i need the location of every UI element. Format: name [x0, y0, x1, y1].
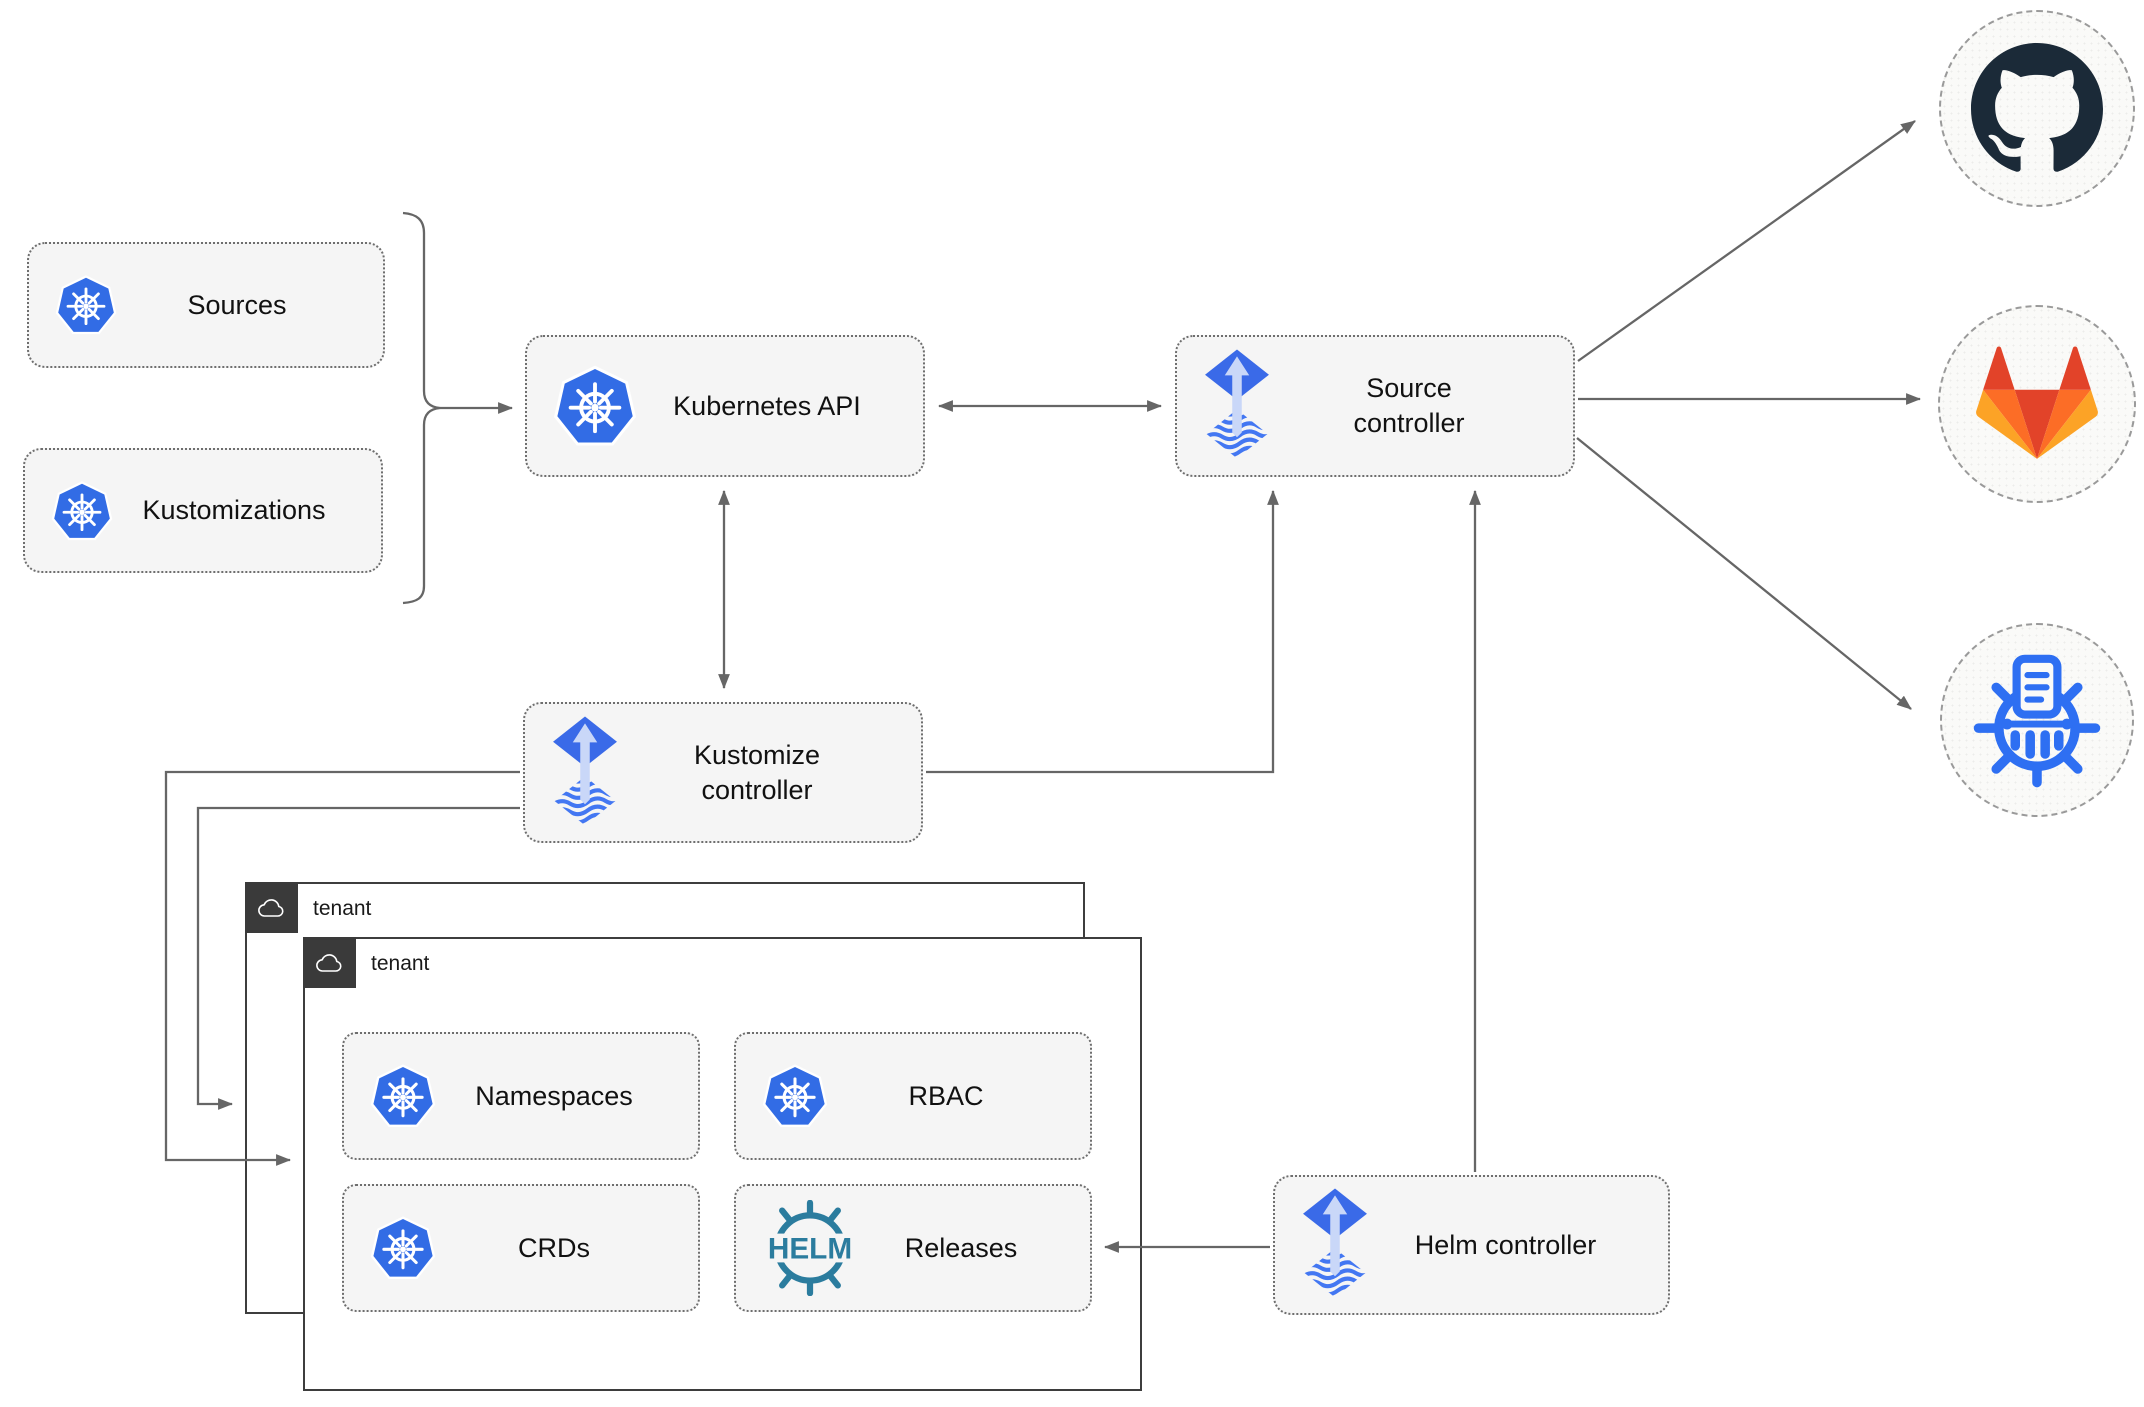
external-github — [1939, 10, 2135, 207]
kubernetes-icon — [370, 1063, 436, 1129]
helm-icon: HELM — [762, 1200, 858, 1296]
edge-kustomize-to-source-controller — [926, 489, 1279, 774]
kubernetes-icon — [762, 1063, 828, 1129]
edge-source-to-helm-repository — [1576, 437, 1912, 710]
kubernetes-icon — [553, 364, 637, 448]
flux-icon — [1301, 1187, 1369, 1303]
helm-logo-text: HELM — [768, 1233, 852, 1266]
node-kubernetes-api-label: Kubernetes API — [673, 390, 861, 421]
node-sources-label: Sources — [187, 289, 287, 320]
cloud-icon — [256, 896, 288, 920]
tenant-box-front: tenant — [303, 937, 1142, 1391]
edge-source-to-github — [1577, 120, 1916, 362]
node-rbac-label: RBAC — [908, 1080, 984, 1111]
external-helm-repository — [1940, 623, 2134, 817]
node-kustomize-controller: Kustomize controller — [523, 702, 923, 843]
github-icon — [1971, 43, 2103, 175]
kubernetes-icon — [370, 1215, 436, 1281]
node-kustomizations-label: Kustomizations — [142, 495, 326, 526]
helm-repository-icon — [1969, 652, 2105, 788]
gitlab-icon — [1973, 343, 2101, 465]
node-kubernetes-api: Kubernetes API — [525, 335, 925, 477]
node-releases: HELM Releases — [734, 1184, 1092, 1312]
node-crds: CRDs — [342, 1184, 700, 1312]
cloud-icon — [314, 951, 346, 975]
tenant-back-tab — [245, 882, 298, 933]
node-sources: Sources — [27, 242, 385, 368]
node-helm-controller: Helm controller — [1273, 1175, 1670, 1315]
kubernetes-icon — [51, 480, 113, 542]
flux-icon — [551, 715, 619, 831]
node-kustomizations: Kustomizations — [23, 448, 383, 573]
node-namespaces: Namespaces — [342, 1032, 700, 1160]
node-source-controller-label: Source controller — [1353, 373, 1465, 438]
tenant-front-tab — [303, 937, 356, 988]
external-gitlab — [1938, 305, 2136, 503]
tenant-front-label: tenant — [371, 951, 430, 975]
tenant-back-label: tenant — [313, 896, 372, 920]
node-rbac: RBAC — [734, 1032, 1092, 1160]
node-crds-label: CRDs — [518, 1232, 590, 1263]
node-source-controller: Source controller — [1175, 335, 1575, 477]
bracket-sources-group — [402, 211, 441, 605]
node-kustomize-controller-label: Kustomize controller — [693, 739, 821, 805]
node-namespaces-label: Namespaces — [475, 1080, 633, 1111]
kubernetes-icon — [55, 274, 117, 336]
flux-icon — [1203, 348, 1271, 464]
node-releases-label: Releases — [904, 1232, 1018, 1263]
node-helm-controller-label: Helm controller — [1414, 1229, 1597, 1260]
